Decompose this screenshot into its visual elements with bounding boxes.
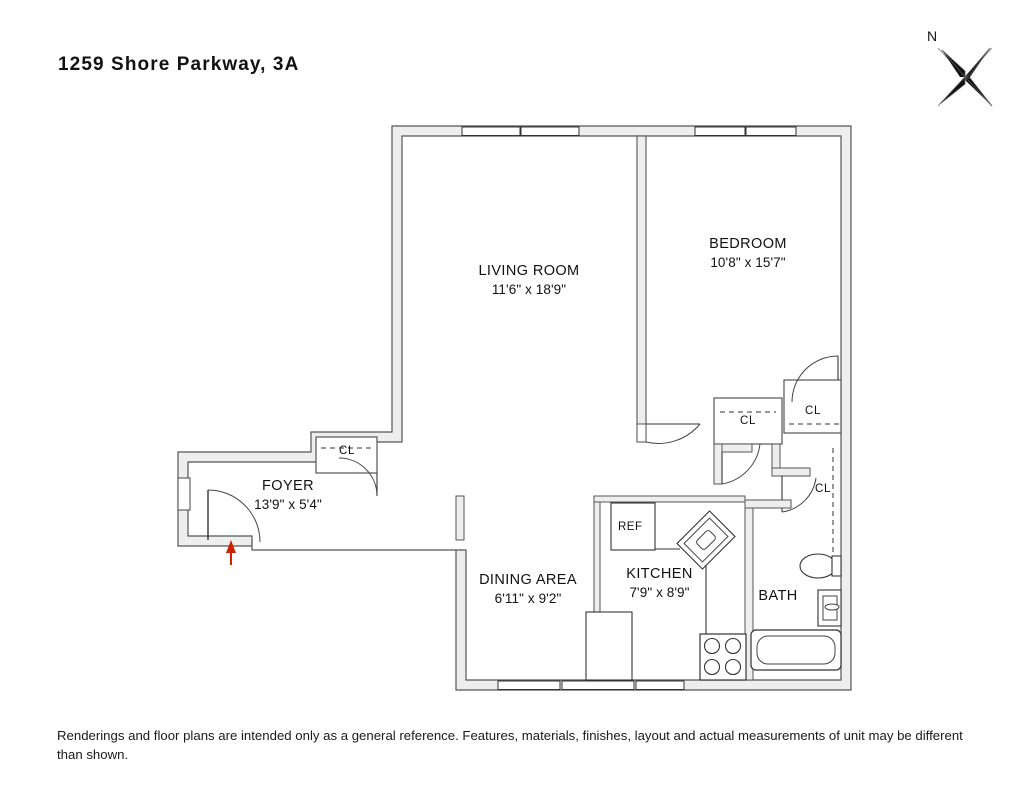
sink-vanity-icon <box>817 589 842 627</box>
closet-label-bath-hall: CL <box>815 483 831 495</box>
room-label-living-room: LIVING ROOM 11'6" x 18'9" <box>449 262 609 298</box>
disclaimer-text: Renderings and floor plans are intended … <box>57 728 963 762</box>
room-label-dining-area: DINING AREA 6'11" x 9'2" <box>453 571 603 607</box>
foyer-name: FOYER <box>262 478 314 494</box>
compass-star-icon <box>937 47 993 107</box>
dining-area-name: DINING AREA <box>479 572 577 588</box>
compass-rose: N <box>920 28 1010 123</box>
living-room-dimensions: 11'6" x 18'9" <box>491 281 567 297</box>
room-label-foyer: FOYER 13'9" x 5'4" <box>213 477 363 513</box>
closet-label-foyer: CL <box>339 445 355 457</box>
door-hall-closet <box>721 443 761 485</box>
windows-top-wall <box>461 126 797 136</box>
living-room-name: LIVING ROOM <box>478 263 580 279</box>
bedroom-name: BEDROOM <box>709 236 787 252</box>
compass-north-label: N <box>927 28 938 44</box>
door-bedroom-closet <box>791 355 839 403</box>
kitchen-fixtures <box>610 502 747 681</box>
page-title: 1259 Shore Parkway, 3A <box>58 54 300 75</box>
entry-arrow-icon <box>226 540 236 565</box>
kitchen-walls <box>593 495 746 681</box>
sink-icon <box>676 510 736 570</box>
refrigerator-icon <box>610 502 656 551</box>
door-bedroom <box>645 423 701 444</box>
bath-fixtures <box>750 553 842 671</box>
wall-foyer-dining <box>455 495 465 541</box>
stove-icon <box>699 633 747 681</box>
door-entry <box>207 489 261 543</box>
refrigerator-label: REF <box>618 521 643 533</box>
foyer-closet <box>315 436 378 497</box>
foyer-dimensions: 13'9" x 5'4" <box>254 496 322 512</box>
dining-area-dimensions: 6'11" x 9'2" <box>494 590 562 606</box>
bath-name: BATH <box>758 588 798 604</box>
bath-walls <box>744 499 792 681</box>
bedroom-dimensions: 10'8" x 15'7" <box>710 254 786 270</box>
wall-living-bedroom <box>636 135 647 443</box>
kitchen-dimensions: 7'9" x 8'9" <box>629 584 690 600</box>
room-label-kitchen: KITCHEN 7'9" x 8'9" <box>597 565 722 601</box>
room-label-bedroom: BEDROOM 10'8" x 15'7" <box>673 235 823 271</box>
toilet-icon <box>799 553 842 579</box>
windows-bottom-wall <box>497 680 685 690</box>
dining-counter <box>585 611 633 681</box>
closet-label-bedroom: CL <box>805 405 821 417</box>
room-label-bath: BATH <box>733 587 823 606</box>
closet-label-hall: CL <box>740 415 756 427</box>
closet-hall-structure <box>713 379 842 552</box>
kitchen-name: KITCHEN <box>626 566 693 582</box>
bathtub-icon <box>750 629 842 671</box>
foyer-wall-jog <box>177 477 191 511</box>
